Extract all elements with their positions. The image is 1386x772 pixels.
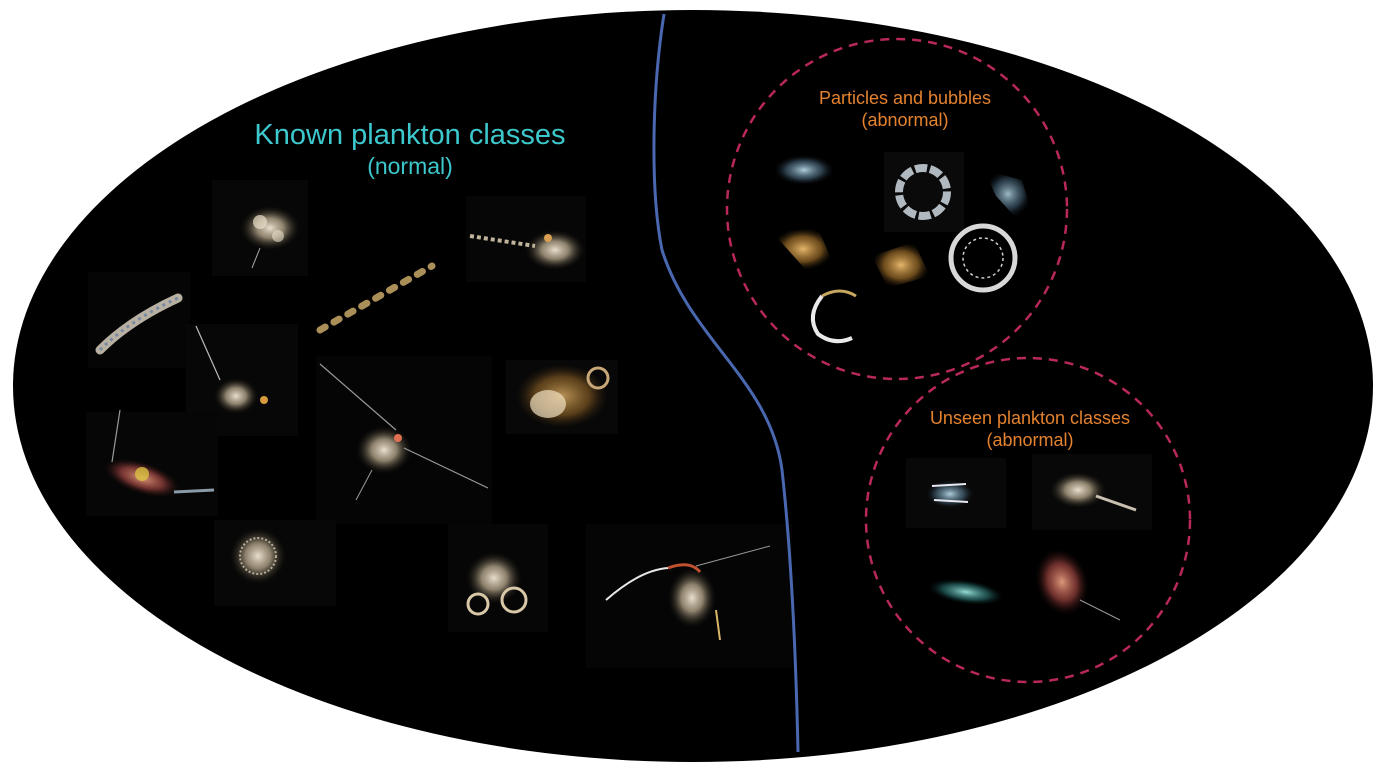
plankton-image-1 [212, 180, 308, 276]
unseen-classes-label: Unseen plankton classes (abnormal) [890, 408, 1170, 451]
particles-bubbles-label: Particles and bubbles (abnormal) [760, 88, 1050, 131]
unseen-classes-subtitle: (abnormal) [986, 429, 1074, 450]
plankton-image-6 [316, 356, 492, 524]
particle-image-6-bubble [948, 223, 1018, 293]
unseen-cluster-circle [864, 356, 1192, 684]
particle-image-4 [772, 228, 834, 270]
decision-boundary-curve [652, 13, 800, 753]
particle-image-3 [984, 170, 1032, 218]
plankton-image-7 [506, 360, 618, 434]
known-plankton-specimens [86, 180, 792, 668]
unseen-classes-title: Unseen plankton classes [929, 408, 1131, 428]
particle-image-2-bubble [884, 152, 964, 232]
plankton-image-3 [316, 262, 436, 334]
plankton-image-8 [86, 409, 218, 516]
plankton-image-10 [448, 524, 548, 632]
particles-bubbles-title: Particles and bubbles [818, 88, 992, 108]
particles-bubbles-subtitle: (abnormal) [861, 109, 949, 130]
unseen-image-4 [1035, 548, 1121, 621]
particle-image-1 [774, 155, 834, 185]
plankton-image-2 [466, 196, 586, 282]
known-classes-subtitle: (normal) [367, 152, 453, 179]
known-classes-title: Known plankton classes [254, 119, 566, 151]
unseen-plankton-specimens [906, 454, 1152, 621]
unseen-image-3 [928, 578, 1004, 606]
particle-image-5 [872, 242, 930, 288]
particles-cluster-circle [725, 37, 1069, 381]
particle-image-7 [810, 289, 857, 344]
feature-space-ellipse [13, 10, 1373, 762]
unseen-image-1 [906, 458, 1006, 528]
plankton-image-9 [214, 520, 336, 606]
particle-specimens [772, 152, 1032, 344]
unseen-image-2 [1032, 454, 1152, 530]
known-classes-label: Known plankton classes (normal) [160, 118, 660, 180]
plankton-image-11 [586, 524, 792, 668]
plankton-image-4 [88, 272, 190, 368]
